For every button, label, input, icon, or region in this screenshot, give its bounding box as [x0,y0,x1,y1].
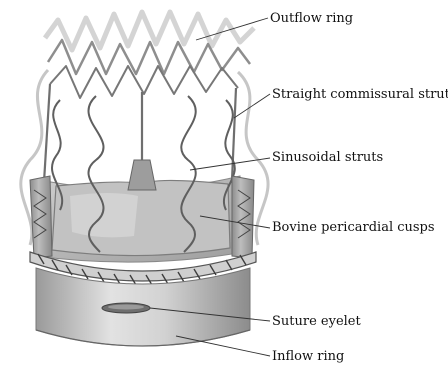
label-outflow-ring: Outflow ring [270,11,353,26]
leader-sinus [190,158,270,170]
leader-straight [234,94,270,118]
label-sinusoidal-struts: Sinusoidal struts [272,150,383,165]
label-bovine-pericardial-cusps: Bovine pericardial cusps [272,220,435,235]
commissural-strut-left [44,84,50,182]
commissure-post [128,160,156,190]
suture-eyelet [102,303,150,313]
cusp-highlight [70,193,138,237]
outflow-ring [45,12,254,98]
label-straight-commissural-struts: Straight commissural struts [272,87,448,102]
label-suture-eyelet: Suture eyelet [272,314,361,329]
label-inflow-ring: Inflow ring [272,349,344,364]
outflow-ring-mid [48,40,250,74]
leader-inflow [176,336,270,356]
